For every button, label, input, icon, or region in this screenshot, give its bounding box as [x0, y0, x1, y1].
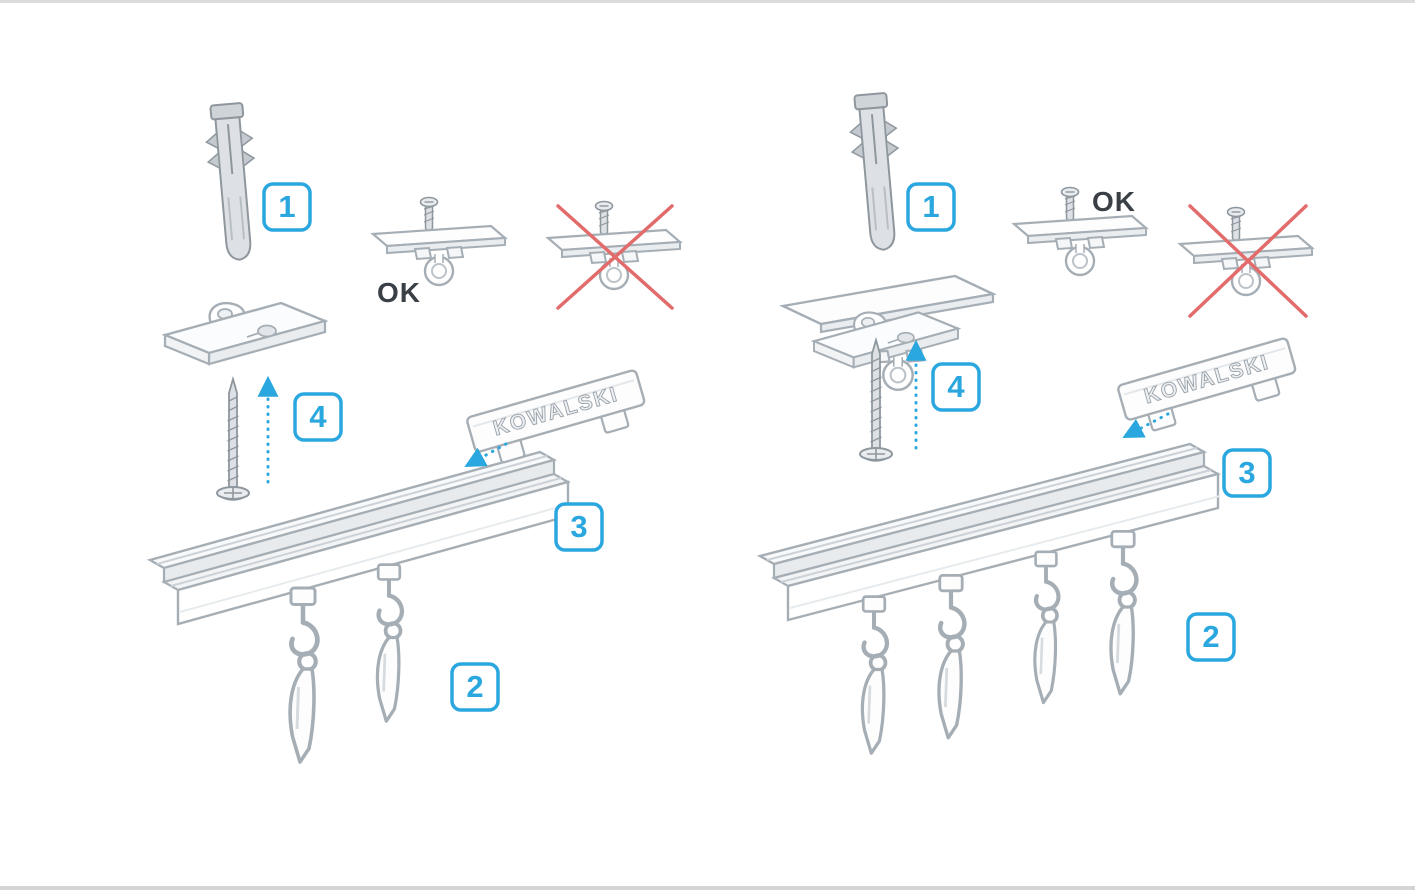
- curtain-hook: [377, 565, 402, 722]
- step-badge-bracket: 4: [293, 392, 343, 442]
- wall-plug: [202, 101, 264, 263]
- rail-endcap: KOWALSKI: [1115, 336, 1303, 439]
- mounting-screw: [216, 378, 250, 501]
- bottom-border: [0, 886, 1415, 890]
- wall-plug: [846, 91, 908, 253]
- badge-number: 4: [309, 399, 327, 434]
- step-badge-plug: 1: [906, 182, 956, 232]
- step-badge-bracket: 4: [931, 362, 981, 412]
- ok-label: OK: [377, 277, 421, 308]
- curtain-hook: [862, 597, 887, 754]
- mount-correct: [373, 198, 505, 286]
- top-border: [0, 0, 1415, 3]
- arrow-endcap-icon: [464, 442, 508, 468]
- ceiling-bracket-assembly: [779, 274, 997, 462]
- curtain-hook: [290, 588, 317, 762]
- step-badge-hooks: 2: [450, 662, 500, 712]
- red-cross-icon: [556, 204, 674, 310]
- panel-right: 1 OK 4: [756, 91, 1312, 754]
- badge-number: 2: [1202, 619, 1219, 654]
- red-cross-icon: [1188, 204, 1308, 318]
- badge-number: 3: [570, 509, 587, 544]
- step-badge-hooks: 2: [1186, 612, 1236, 662]
- step-badge-endcap: 3: [554, 502, 604, 552]
- arrow-endcap-icon: [1122, 412, 1170, 438]
- ceiling-bracket: [163, 301, 327, 366]
- curtain-rail: [756, 442, 1221, 622]
- curtain-hook: [939, 575, 964, 737]
- panel-left: 1 OK 4 2: [146, 101, 680, 762]
- step-badge-endcap: 3: [1222, 448, 1272, 498]
- curtain-hook: [1035, 552, 1059, 703]
- badge-number: 1: [922, 189, 939, 224]
- curtain-hook: [1111, 531, 1136, 693]
- badge-number: 2: [466, 669, 483, 704]
- badge-number: 1: [278, 189, 295, 224]
- rail-endcap: KOWALSKI: [464, 368, 652, 471]
- step-badge-plug: 1: [262, 182, 312, 232]
- badge-number: 4: [947, 369, 965, 404]
- ok-label: OK: [1092, 186, 1136, 217]
- badge-number: 3: [1238, 455, 1255, 490]
- curtain-rail: [146, 450, 571, 626]
